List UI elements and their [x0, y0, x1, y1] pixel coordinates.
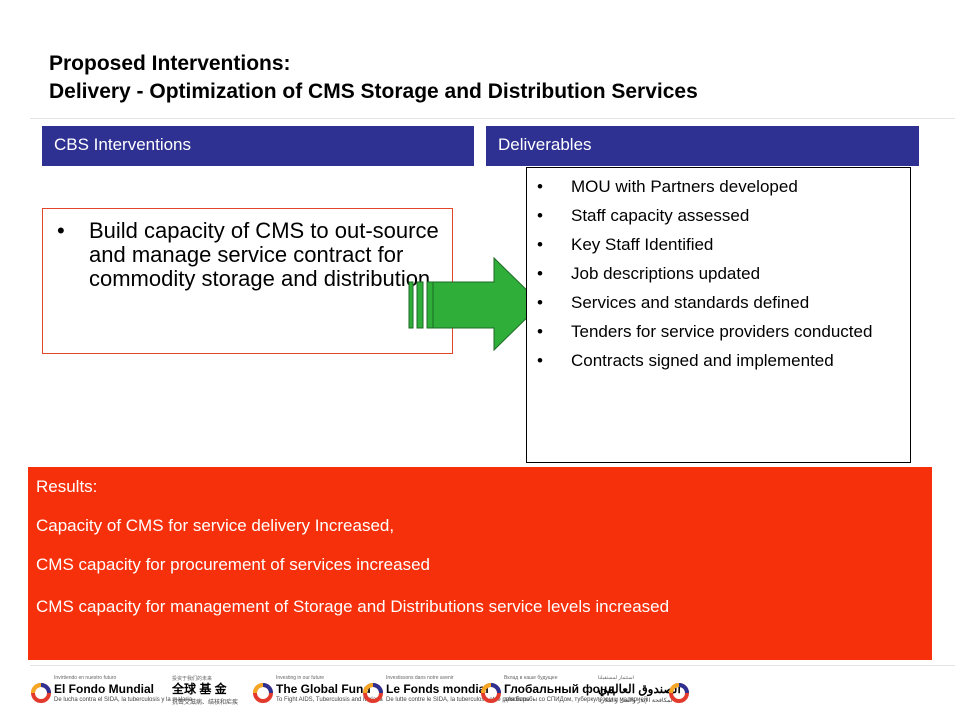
deliverable-text: Job descriptions updated [571, 264, 761, 283]
deliverable-text: Contracts signed and implemented [571, 351, 834, 370]
deliverable-text: Tenders for service providers conducted [571, 322, 873, 341]
bullet-icon: • [537, 235, 543, 254]
deliverable-text: MOU with Partners developed [571, 177, 798, 196]
bottom-divider [30, 665, 955, 666]
global-fund-logo-icon [669, 683, 689, 703]
deliverable-text: Key Staff Identified [571, 235, 714, 254]
global-fund-logo-icon [31, 683, 51, 703]
deliverable-item: • MOU with Partners developed [537, 177, 902, 196]
logo-chinese: 投资于我们的未来 全球 基 金 抗击艾滋病、结核和疟疾 [172, 676, 239, 706]
global-fund-logo-icon [363, 683, 383, 703]
intervention-text: Build capacity of CMS to out-source and … [89, 218, 439, 291]
deliverables-list: • MOU with Partners developed • Staff capa… [537, 177, 902, 380]
bullet-icon: • [537, 206, 543, 225]
intervention-list: • Build capacity of CMS to out-source an… [57, 219, 447, 291]
deliverable-item: • Job descriptions updated [537, 264, 902, 283]
results-line: CMS capacity for procurement of services… [36, 555, 430, 574]
deliverables-header: Deliverables [486, 126, 919, 166]
bullet-icon: • [57, 218, 65, 243]
results-line: Capacity of CMS for service delivery Inc… [36, 516, 395, 535]
intervention-item: • Build capacity of CMS to out-source an… [57, 219, 447, 291]
deliverables-box: • MOU with Partners developed • Staff capa… [526, 167, 911, 463]
intervention-box: • Build capacity of CMS to out-source an… [42, 208, 453, 354]
deliverable-item: • Contracts signed and implemented [537, 351, 902, 370]
logo-fondo-mundial: Invirtiendo en nuestro futuro El Fondo M… [30, 674, 192, 710]
logo-global-fund: Investing in our future The Global Fund … [252, 674, 383, 710]
bullet-icon: • [537, 264, 543, 283]
top-divider [30, 118, 955, 119]
title-line-1: Proposed Interventions: [49, 52, 291, 75]
deliverable-item: • Staff capacity assessed [537, 206, 902, 225]
logo-arabic: استثمار لمستقبلنا الصندوق العالمي لمكافح… [598, 674, 690, 710]
global-fund-logo-icon [481, 683, 501, 703]
results-heading: Results: [36, 477, 98, 496]
slide-title: Proposed Interventions: Delivery - Optim… [49, 50, 929, 106]
logo-russian: Вклад в наше будущее Глобальный фонд для… [480, 674, 647, 710]
results-box: Results: Capacity of CMS for service del… [28, 467, 932, 660]
global-fund-logo-icon [253, 683, 273, 703]
title-line-2: Delivery - Optimization of CMS Storage a… [49, 80, 698, 103]
bullet-icon: • [537, 177, 543, 196]
deliverable-item: • Tenders for service providers conducted [537, 322, 902, 341]
bullet-icon: • [537, 351, 543, 370]
logo-fonds-mondial: Investissons dans notre avenir Le Fonds … [362, 674, 530, 710]
right-arrow-icon [408, 256, 542, 352]
deliverable-text: Services and standards defined [571, 293, 810, 312]
deliverable-item: • Key Staff Identified [537, 235, 902, 254]
bullet-icon: • [537, 293, 543, 312]
deliverable-text: Staff capacity assessed [571, 206, 750, 225]
bullet-icon: • [537, 322, 543, 341]
footer-logos: Invirtiendo en nuestro futuro El Fondo M… [30, 674, 690, 710]
results-line: CMS capacity for management of Storage a… [36, 597, 670, 616]
cbs-interventions-header: CBS Interventions [42, 126, 474, 166]
deliverable-item: • Services and standards defined [537, 293, 902, 312]
